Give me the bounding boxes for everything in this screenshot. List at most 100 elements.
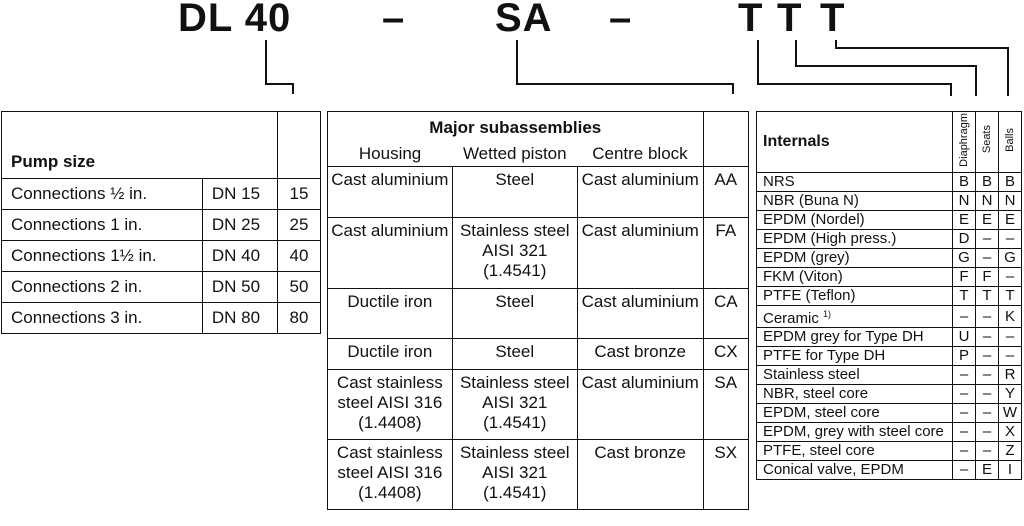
seats-code: N (975, 191, 999, 211)
subassembly-code: SA (702, 369, 750, 440)
piston-cell: Stainless steel AISI 321 (1.4541) (451, 217, 578, 289)
pump-dn-label: DN 50 (201, 271, 279, 303)
piston-cell: Steel (451, 338, 578, 370)
balls-code: Y (998, 384, 1022, 404)
centre-cell: Cast bronze (576, 338, 704, 370)
piston-cell: Stainless steel AISI 321 (1.4541) (451, 369, 578, 440)
table-row: EPDM, steel core––W (756, 403, 1022, 423)
major-subassemblies-table: Major subassemblies Housing Wetted pisto… (327, 111, 750, 510)
subassembly-code: AA (702, 166, 750, 218)
pump-dn-label: DN 25 (201, 209, 279, 241)
seats-code: F (975, 267, 999, 287)
table-row: Cast stainless steel AISI 316 (1.4408) S… (327, 369, 750, 440)
diaphragm-code: G (952, 248, 976, 268)
diaphragm-code: – (952, 422, 976, 442)
seats-code: – (975, 248, 999, 268)
pump-size-code-header (277, 111, 321, 179)
column-header-diaphragm: Diaphragm (952, 111, 976, 173)
seats-code: – (975, 422, 999, 442)
table-row: NBR, steel core––Y (756, 384, 1022, 404)
housing-cell: Ductile iron (327, 288, 453, 339)
diaphragm-code: P (952, 346, 976, 366)
footnote-mark: 1) (823, 309, 832, 319)
material-name: EPDM (Nordel) (756, 210, 953, 230)
table-row: PTFE, steel core––Z (756, 441, 1022, 461)
table-row: EPDM (grey)G–G (756, 248, 1022, 268)
pump-connection-label: Connections 1½ in. (1, 240, 203, 272)
housing-cell: Cast aluminium (327, 166, 453, 218)
pump-size-header: Pump size (1, 111, 278, 179)
code-pump: DL 40 (178, 0, 292, 40)
leader-diaphragm (757, 40, 952, 96)
piston-cell: Steel (451, 288, 578, 339)
seats-code: B (975, 172, 999, 192)
diaphragm-code: – (952, 441, 976, 461)
leader-balls (835, 40, 1009, 96)
pump-dn-label: DN 15 (201, 178, 279, 210)
material-name: PTFE for Type DH (756, 346, 953, 366)
diaphragm-code: – (952, 460, 976, 480)
centre-cell: Cast aluminium (576, 369, 704, 440)
table-row: Connections 2 in. DN 50 50 (1, 271, 321, 303)
centre-cell: Cast aluminium (576, 288, 704, 339)
code-balls: T (820, 0, 846, 40)
balls-code: B (998, 172, 1022, 192)
balls-code: W (998, 403, 1022, 423)
diaphragm-code: B (952, 172, 976, 192)
seats-code: E (975, 210, 999, 230)
table-row: Connections 1 in. DN 25 25 (1, 209, 321, 241)
column-header-balls: Balls (998, 111, 1022, 173)
major-code-header (702, 111, 750, 167)
column-header-housing: Housing (327, 138, 453, 167)
pump-code: 25 (277, 209, 321, 241)
material-name: PTFE (Teflon) (756, 286, 953, 306)
centre-cell: Cast aluminium (576, 166, 704, 218)
seats-code: – (975, 384, 999, 404)
balls-code: G (998, 248, 1022, 268)
table-row: Ductile iron Steel Cast bronze CX (327, 338, 750, 370)
pump-dn-label: DN 40 (201, 240, 279, 272)
subassembly-code: FA (702, 217, 750, 289)
table-row: Connections 1½ in. DN 40 40 (1, 240, 321, 272)
diaphragm-code: – (952, 305, 976, 328)
diaphragm-code: T (952, 286, 976, 306)
diaphragm-code: F (952, 267, 976, 287)
seats-code: – (975, 403, 999, 423)
table-row: Cast aluminium Steel Cast aluminium AA (327, 166, 750, 218)
leader-subassembly (516, 40, 734, 94)
pump-connection-label: Connections 3 in. (1, 302, 203, 334)
column-header-piston: Wetted piston (452, 138, 578, 167)
major-title: Major subassemblies (327, 111, 704, 138)
material-name: Stainless steel (756, 365, 953, 385)
balls-code: K (998, 305, 1022, 328)
seats-code: – (975, 441, 999, 461)
balls-code: T (998, 286, 1022, 306)
pump-connection-label: Connections 1 in. (1, 209, 203, 241)
material-name: EPDM (grey) (756, 248, 953, 268)
material-name: EPDM, steel core (756, 403, 953, 423)
seats-code: – (975, 305, 999, 328)
seats-code: – (975, 346, 999, 366)
balls-code: – (998, 229, 1022, 249)
material-name: NBR (Buna N) (756, 191, 953, 211)
balls-code: Z (998, 441, 1022, 461)
piston-cell: Steel (451, 166, 578, 218)
balls-code: E (998, 210, 1022, 230)
balls-code: N (998, 191, 1022, 211)
housing-cell: Ductile iron (327, 338, 453, 370)
balls-code: I (998, 460, 1022, 480)
code-subassembly: SA (495, 0, 553, 40)
code-diaphragm: T (738, 0, 764, 40)
seats-code: E (975, 460, 999, 480)
subassembly-code: SX (702, 439, 750, 510)
code-seats: T (777, 0, 803, 40)
table-row: Connections ½ in. DN 15 15 (1, 178, 321, 210)
subassembly-code: CA (702, 288, 750, 339)
